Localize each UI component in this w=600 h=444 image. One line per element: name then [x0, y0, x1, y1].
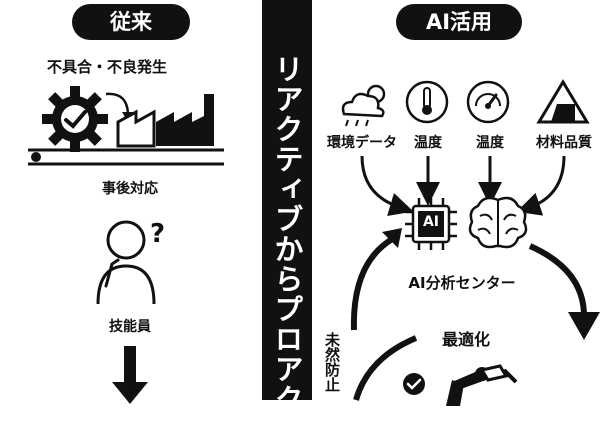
- gauge-icon: [466, 80, 510, 124]
- left-title-pill: 従来: [72, 4, 190, 40]
- input-label-temp-2: 温度: [476, 135, 504, 151]
- center-banner: リアクティブからプロアクテ: [262, 0, 312, 444]
- confused-person-icon: ?: [96, 219, 165, 305]
- optimize-label: 最適化: [441, 330, 491, 349]
- defect-gear-icon: [42, 86, 108, 152]
- input-label-material: 材料品質: [536, 135, 592, 151]
- prevent-label: 未然防止: [323, 332, 341, 392]
- brain-icon: [468, 196, 528, 249]
- factory-icon: [116, 94, 214, 148]
- thermometer-icon: [405, 80, 449, 124]
- svg-text:?: ?: [150, 219, 165, 249]
- check-circle-icon: [403, 373, 425, 395]
- right-title: AI活用: [425, 10, 493, 34]
- down-arrow-icon: [112, 346, 148, 404]
- response-label: 事後対応: [102, 181, 158, 197]
- ai-center-label: AI分析センター: [408, 274, 516, 292]
- material-shapes-icon: [536, 79, 590, 124]
- input-label-env: 環境データ: [327, 135, 397, 151]
- robot-arm-icon: [446, 364, 518, 406]
- left-title: 従来: [110, 10, 152, 34]
- input-label-temp-1: 温度: [414, 135, 442, 151]
- banner-text: リアクティブからプロアクテ: [270, 54, 304, 444]
- right-title-pill: AI活用: [396, 4, 522, 40]
- issue-label: 不具合・不良発生: [47, 58, 168, 76]
- ai-chip-icon: [405, 198, 457, 250]
- conveyor-belt: [28, 148, 224, 166]
- ai-chip-text: AI: [422, 214, 440, 230]
- input-arrows: [350, 155, 600, 401]
- person-label: 技能員: [109, 319, 151, 335]
- cloud-sun-icon: [341, 84, 386, 127]
